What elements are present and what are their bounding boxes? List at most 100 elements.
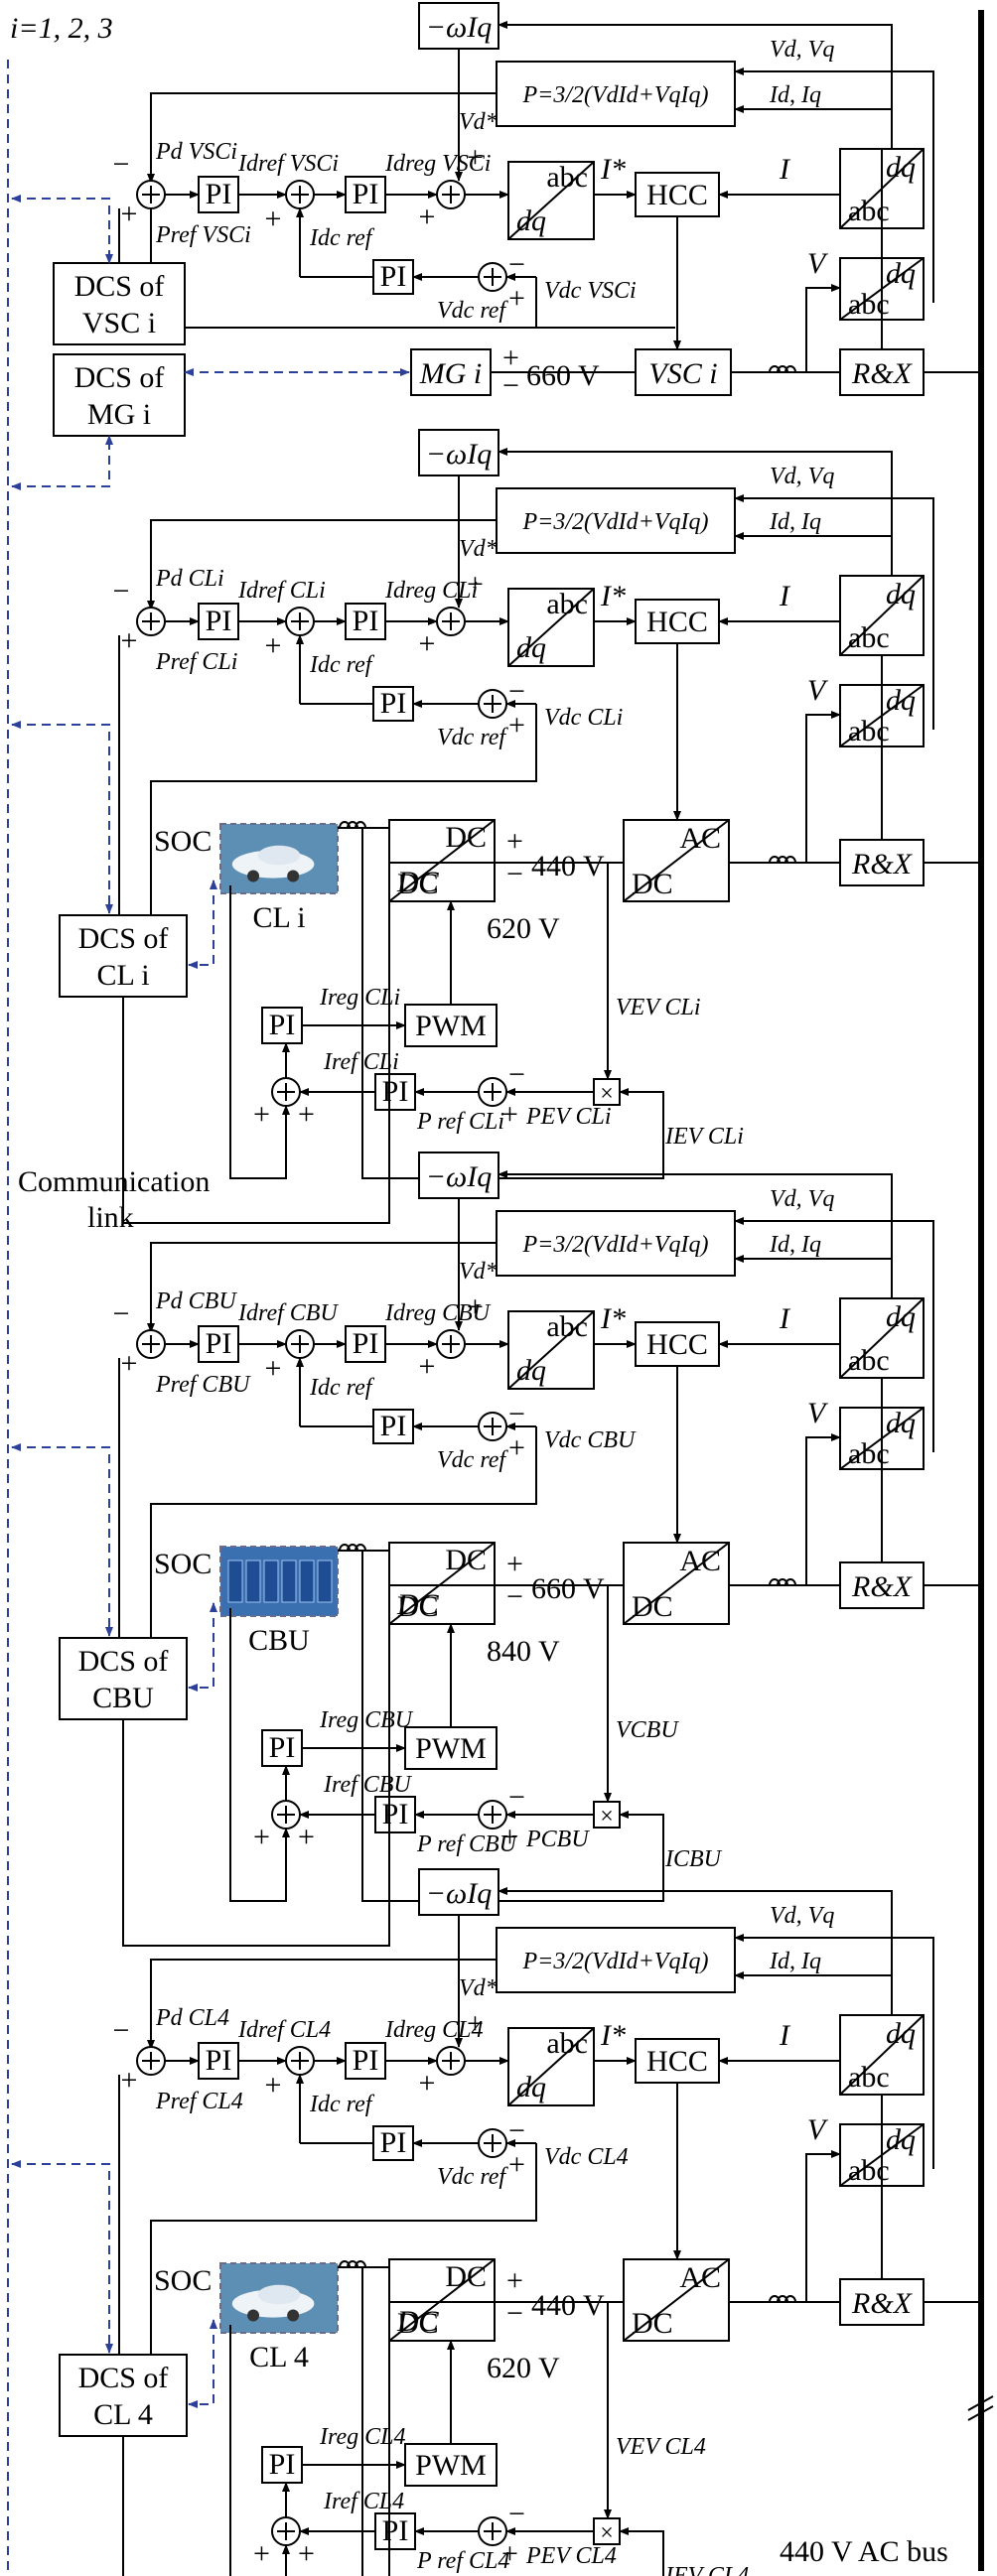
dcs-label-2: CL i: [96, 959, 149, 992]
vdc-ref-label: Vdc ref: [437, 725, 508, 750]
v-measure-line: [805, 284, 841, 372]
plus-sign: +: [506, 1548, 523, 1580]
vdc-ref-label: Vdc ref: [437, 298, 508, 324]
hcc-label: HCC: [646, 2045, 708, 2078]
pd-label: Pd CBU: [155, 1288, 237, 1314]
iev-measure-line: [361, 2267, 664, 2576]
abc-label: abc: [848, 1437, 890, 1470]
rx-block: [839, 348, 925, 396]
vev-label: VEV CL4: [616, 2434, 706, 2460]
pref-label: Pref CBU: [155, 1372, 251, 1398]
pwm-block: [404, 2443, 498, 2487]
idc-ref-label: Idc ref: [309, 1375, 375, 1401]
coupling-transformer: [769, 2295, 796, 2303]
block-diagonal: [507, 1310, 595, 1390]
block-diagonal: [839, 1297, 925, 1379]
storage-image-cl_4: [219, 2262, 339, 2334]
abc-label: abc: [848, 2154, 890, 2187]
plus-sign: +: [265, 203, 282, 235]
transformer-winding: [777, 2295, 788, 2303]
vdc-tap-line: [150, 2143, 537, 2355]
power-pi-controller-label: PI: [206, 2044, 232, 2077]
rx-label: R&X: [851, 848, 914, 881]
comm-link-label-2: link: [87, 1201, 134, 1234]
v-measure-line: [805, 1433, 841, 1585]
vdc-label: Vdc CLi: [544, 705, 623, 731]
transformer-winding: [769, 856, 781, 864]
dc-label: DC: [632, 868, 673, 900]
vd-vq-label: Vd, Vq: [770, 1903, 834, 1929]
power-pi-controller-label: PI: [206, 178, 232, 210]
dcdc-bottom-label: DC: [397, 868, 439, 900]
minus-omega-iq-block: [418, 429, 499, 476]
hcc-block: [635, 1321, 720, 1367]
plus-sign: +: [467, 568, 484, 601]
idreg-label: Idreg VSCi: [384, 151, 491, 177]
power-equation-label: P=3/2(VdId+VqIq): [521, 1949, 708, 1974]
current-pi-controller-label: PI: [353, 1327, 379, 1360]
mg-block: [410, 348, 492, 396]
minus-sign: −: [506, 1580, 523, 1613]
vdc-tap-line: [150, 1426, 537, 1638]
i-label: I: [779, 153, 791, 186]
dcs-label-1: DCS of: [78, 1645, 169, 1678]
abc-label: abc: [848, 715, 890, 747]
power-pi-controller-label: PI: [206, 1327, 232, 1360]
i-label: I: [779, 580, 791, 612]
pref-label: Pref CLi: [155, 649, 237, 675]
dc-voltage-label: 440 V: [531, 2289, 605, 2322]
pwm-label: PWM: [415, 1732, 487, 1765]
plus-sign: +: [501, 2537, 518, 2570]
vdc-ref-label: Vdc ref: [437, 2164, 508, 2190]
i-star-label: I*: [600, 1302, 626, 1335]
coupling-transformer: [769, 856, 796, 864]
v-label: V: [807, 1397, 829, 1429]
iq-feedback-line: [498, 21, 893, 149]
hcc-label: HCC: [646, 606, 708, 638]
pd-feedback-line: [147, 1959, 497, 2050]
plus-sign: +: [253, 2537, 270, 2570]
transformer-winding: [777, 856, 788, 864]
plus-sign: +: [265, 2069, 282, 2101]
storage-label: CL 4: [249, 2341, 309, 2373]
comm-link-label-1: Communication: [18, 1165, 210, 1198]
dcdc-bottom-label: DC: [397, 2307, 439, 2340]
converter-diagonal: [623, 1542, 730, 1625]
abc-label: abc: [546, 161, 588, 194]
pref2-label: P ref CL4: [416, 2548, 509, 2574]
dcs2-label-2: MG i: [87, 398, 151, 431]
storage-image-cbu: [219, 1546, 339, 1617]
dq-label: dq: [886, 2017, 916, 2050]
car-cabin: [257, 2284, 301, 2305]
power-calculation-block: [496, 1210, 736, 1277]
plus-sign: +: [419, 2067, 436, 2100]
dcs-label-1: DCS of: [78, 2362, 169, 2394]
transformer-winding: [339, 2260, 351, 2268]
transformer-winding: [355, 1544, 366, 1552]
minus-sign: −: [508, 1781, 525, 1814]
hcc-block: [635, 2038, 720, 2084]
multiplier-label: ×: [600, 1081, 614, 1107]
abc-label: abc: [848, 621, 890, 654]
dcs-label-2: CL 4: [93, 2398, 153, 2431]
power-pi-controller: [198, 1325, 239, 1363]
index-label: i=1, 2, 3: [10, 12, 113, 45]
minus-omega-iq-label: −ωIq: [426, 438, 492, 471]
battery-cell: [281, 1559, 297, 1603]
vdc-pi-controller: [372, 259, 414, 295]
pev-label: PEV CL4: [525, 2543, 617, 2569]
minus-sign: −: [508, 248, 525, 281]
dq-label: dq: [886, 257, 916, 290]
dq-label: dq: [516, 204, 546, 237]
storage-current-loop: [229, 885, 290, 1179]
power-equation-label: P=3/2(VdId+VqIq): [521, 1232, 708, 1258]
pd-label: Pd CL4: [155, 2005, 229, 2031]
minus-sign: −: [502, 369, 519, 402]
minus-omega-iq-label: −ωIq: [426, 1160, 492, 1193]
vdc-tap-line: [150, 704, 537, 915]
vdc-label: Vdc CL4: [544, 2144, 629, 2170]
ireg-pi-controller: [261, 2446, 303, 2484]
